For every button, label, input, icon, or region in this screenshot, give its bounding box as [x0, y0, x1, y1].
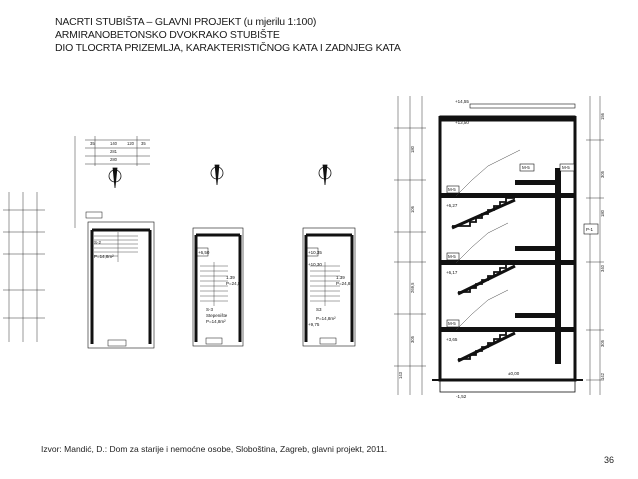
dim-label: 156 — [600, 112, 605, 120]
room-area: P=14,8m² — [94, 254, 114, 259]
level-label: -1,52 — [456, 394, 467, 399]
dim-label: 35 — [90, 141, 95, 146]
level-label: +14,55 — [455, 99, 469, 104]
dim-label: 180 — [600, 209, 605, 217]
north-arrow-icon — [108, 167, 122, 189]
dim-label: 35 — [141, 141, 146, 146]
room-label: S-3 — [206, 307, 214, 312]
dim-label: 280 — [110, 157, 118, 162]
level-label: +10,35 — [308, 250, 322, 255]
room-area: P=24,8 — [226, 281, 241, 286]
level-label: +3,65 — [446, 337, 458, 342]
room-label: S3 — [316, 307, 322, 312]
dim-label: 305 — [600, 339, 605, 347]
room-area: P=14,8m² — [206, 319, 226, 324]
title-line-3: DIO TLOCRTA PRIZEMLJA, KARAKTERISTIČNOG … — [55, 42, 401, 54]
title-line-1: NACRTI STUBIŠTA – GLAVNI PROJEKT (u mjer… — [55, 16, 317, 28]
section-label: M-5 — [522, 165, 530, 170]
source-caption: Izvor: Mandić, D.: Dom za starije i nemo… — [41, 444, 388, 454]
dim-label: 106 — [410, 205, 415, 213]
section-label: M-5 — [448, 254, 456, 259]
title-line-2: ARMIRANOBETONSKO DVOKRAKO STUBIŠTE — [55, 29, 280, 41]
section-label: P-1 — [586, 227, 594, 232]
room-area: P=24,8 — [336, 281, 351, 286]
dim-label: 281 — [110, 149, 118, 154]
title-block: NACRTI STUBIŠTA – GLAVNI PROJEKT (u mjer… — [55, 16, 401, 55]
dim-label: 180 — [410, 145, 415, 153]
level-label: +13,50 — [455, 120, 469, 125]
section-label: M-5 — [448, 187, 456, 192]
level-label: +10,30 — [308, 262, 322, 267]
room-label: S-2 — [94, 240, 102, 245]
north-arrow-icon — [318, 164, 332, 186]
page-number: 36 — [603, 455, 614, 465]
dim-label: 120 — [127, 141, 135, 146]
level-label: +6,50 — [198, 250, 210, 255]
level-label: +6,27 — [446, 203, 458, 208]
dim-label: 305 — [600, 170, 605, 178]
section-label: M-5 — [448, 321, 456, 326]
room-label: 1.39 — [226, 275, 235, 280]
plan-ground-floor: 35 140 120 35 281 280 — [74, 136, 155, 349]
section-label: M-5 — [562, 165, 570, 170]
north-arrow-icon — [210, 164, 224, 186]
plan-typical-floor: +6,50 S-3 Stepenište P=14,8m² 1.39 P=24,… — [192, 164, 244, 347]
dim-label: 143 — [398, 371, 403, 379]
left-dimension-chain — [3, 192, 45, 342]
room-name: Stepenište — [206, 313, 228, 318]
dim-label: 142 — [600, 372, 605, 380]
room-area: P=14,8m² — [316, 316, 336, 321]
dim-label: 269,5 — [410, 282, 415, 293]
level-label: +6,17 — [446, 270, 458, 275]
dim-label: 140 — [110, 141, 118, 146]
room-label: 1.39 — [336, 275, 345, 280]
level-label: ±0,00 — [508, 371, 520, 376]
plan-top-floor: +10,35 +10,30 S3 1.39 P=24,8 P=14,8m² +9… — [302, 164, 356, 347]
stair-section: 143 305 269,5 106 180 — [394, 96, 605, 399]
dim-label: 340 — [600, 264, 605, 272]
level-label: +9,75 — [308, 322, 320, 327]
dim-label: 305 — [410, 335, 415, 343]
